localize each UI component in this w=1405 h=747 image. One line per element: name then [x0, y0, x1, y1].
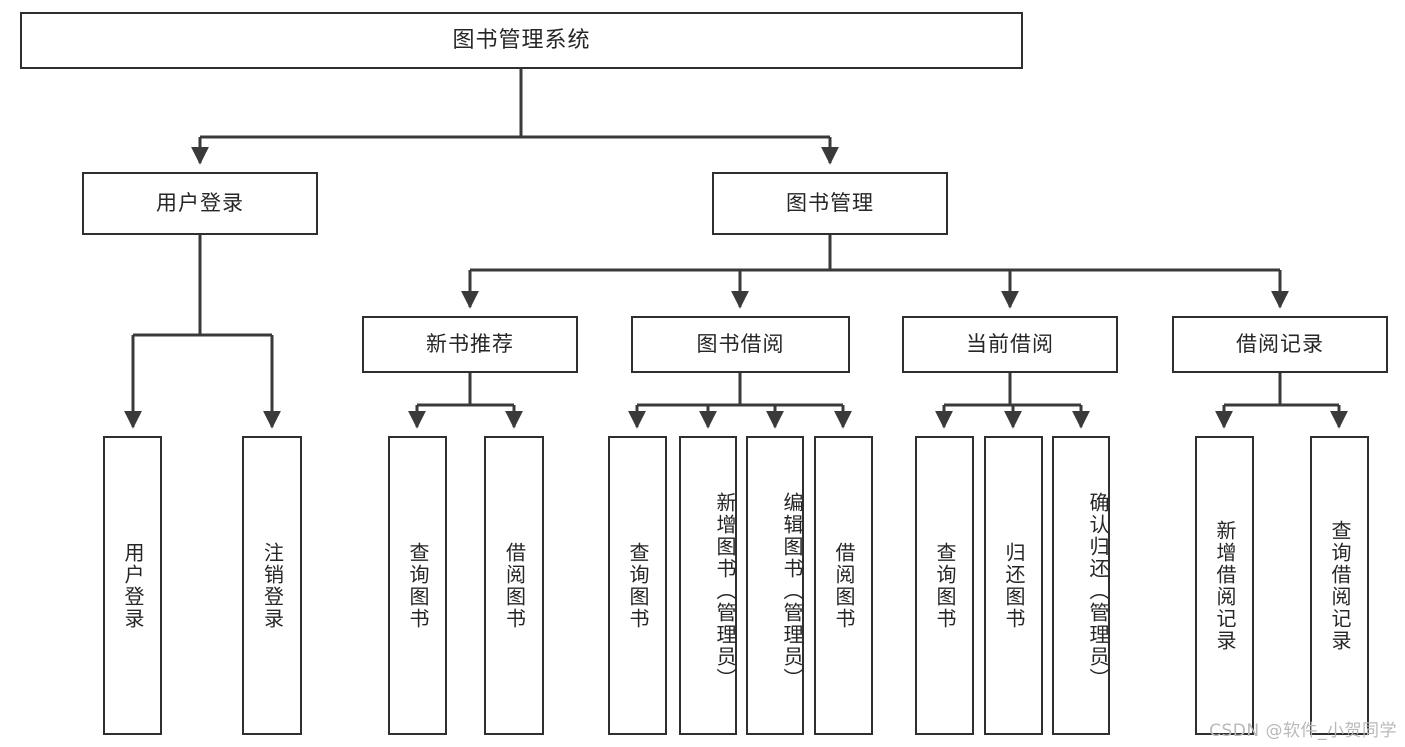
node-current-borrow[interactable]: 当前借阅	[902, 316, 1118, 373]
node-leaf-query-book-2[interactable]: 查询图书	[608, 436, 667, 735]
node-leaf-add-book-label: 新增图书（管理员）	[713, 491, 737, 690]
node-user-login-label: 用户登录	[156, 191, 244, 216]
node-book-borrow-label: 图书借阅	[696, 332, 785, 357]
node-leaf-query-book-3-label: 查询图书	[933, 541, 957, 630]
node-book-manage-label: 图书管理	[786, 191, 874, 216]
node-leaf-add-record-label: 新增借阅记录	[1213, 519, 1237, 652]
node-leaf-user-login-label: 用户登录	[121, 541, 145, 630]
node-borrow-record-label: 借阅记录	[1236, 332, 1324, 357]
node-leaf-query-book-2-label: 查询图书	[626, 541, 650, 630]
node-leaf-borrow-book-2[interactable]: 借阅图书	[814, 436, 873, 735]
node-leaf-edit-book-label: 编辑图书（管理员）	[780, 491, 804, 690]
node-leaf-borrow-book-2-label: 借阅图书	[832, 541, 856, 630]
node-leaf-confirm-return[interactable]: 确认归还（管理员）	[1052, 436, 1110, 735]
node-leaf-query-record-label: 查询借阅记录	[1328, 519, 1352, 652]
watermark: CSDN @软件_小贺同学	[1209, 721, 1397, 741]
node-current-borrow-label: 当前借阅	[966, 332, 1054, 357]
node-leaf-query-book-3[interactable]: 查询图书	[915, 436, 974, 735]
node-leaf-add-book[interactable]: 新增图书（管理员）	[679, 436, 737, 735]
node-leaf-query-book-1-label: 查询图书	[406, 541, 430, 630]
node-leaf-query-book-1[interactable]: 查询图书	[388, 436, 447, 735]
node-leaf-borrow-book-1[interactable]: 借阅图书	[484, 436, 544, 735]
node-leaf-query-record[interactable]: 查询借阅记录	[1310, 436, 1369, 735]
node-leaf-add-record[interactable]: 新增借阅记录	[1195, 436, 1254, 735]
node-root[interactable]: 图书管理系统	[20, 12, 1023, 69]
node-borrow-record[interactable]: 借阅记录	[1172, 316, 1388, 373]
node-leaf-borrow-book-1-label: 借阅图书	[502, 541, 527, 630]
node-new-book-recommend-label: 新书推荐	[426, 332, 514, 357]
node-leaf-return-book[interactable]: 归还图书	[984, 436, 1043, 735]
node-leaf-confirm-return-label: 确认归还（管理员）	[1086, 491, 1110, 690]
node-book-borrow[interactable]: 图书借阅	[631, 316, 850, 373]
node-user-login[interactable]: 用户登录	[82, 172, 318, 235]
node-leaf-edit-book[interactable]: 编辑图书（管理员）	[746, 436, 804, 735]
node-leaf-return-book-label: 归还图书	[1002, 541, 1026, 630]
node-new-book-recommend[interactable]: 新书推荐	[362, 316, 578, 373]
node-leaf-user-logout-label: 注销登录	[260, 541, 285, 630]
node-book-manage[interactable]: 图书管理	[712, 172, 948, 235]
node-leaf-user-logout[interactable]: 注销登录	[242, 436, 302, 735]
node-root-label: 图书管理系统	[452, 27, 591, 53]
node-leaf-user-login[interactable]: 用户登录	[103, 436, 162, 735]
